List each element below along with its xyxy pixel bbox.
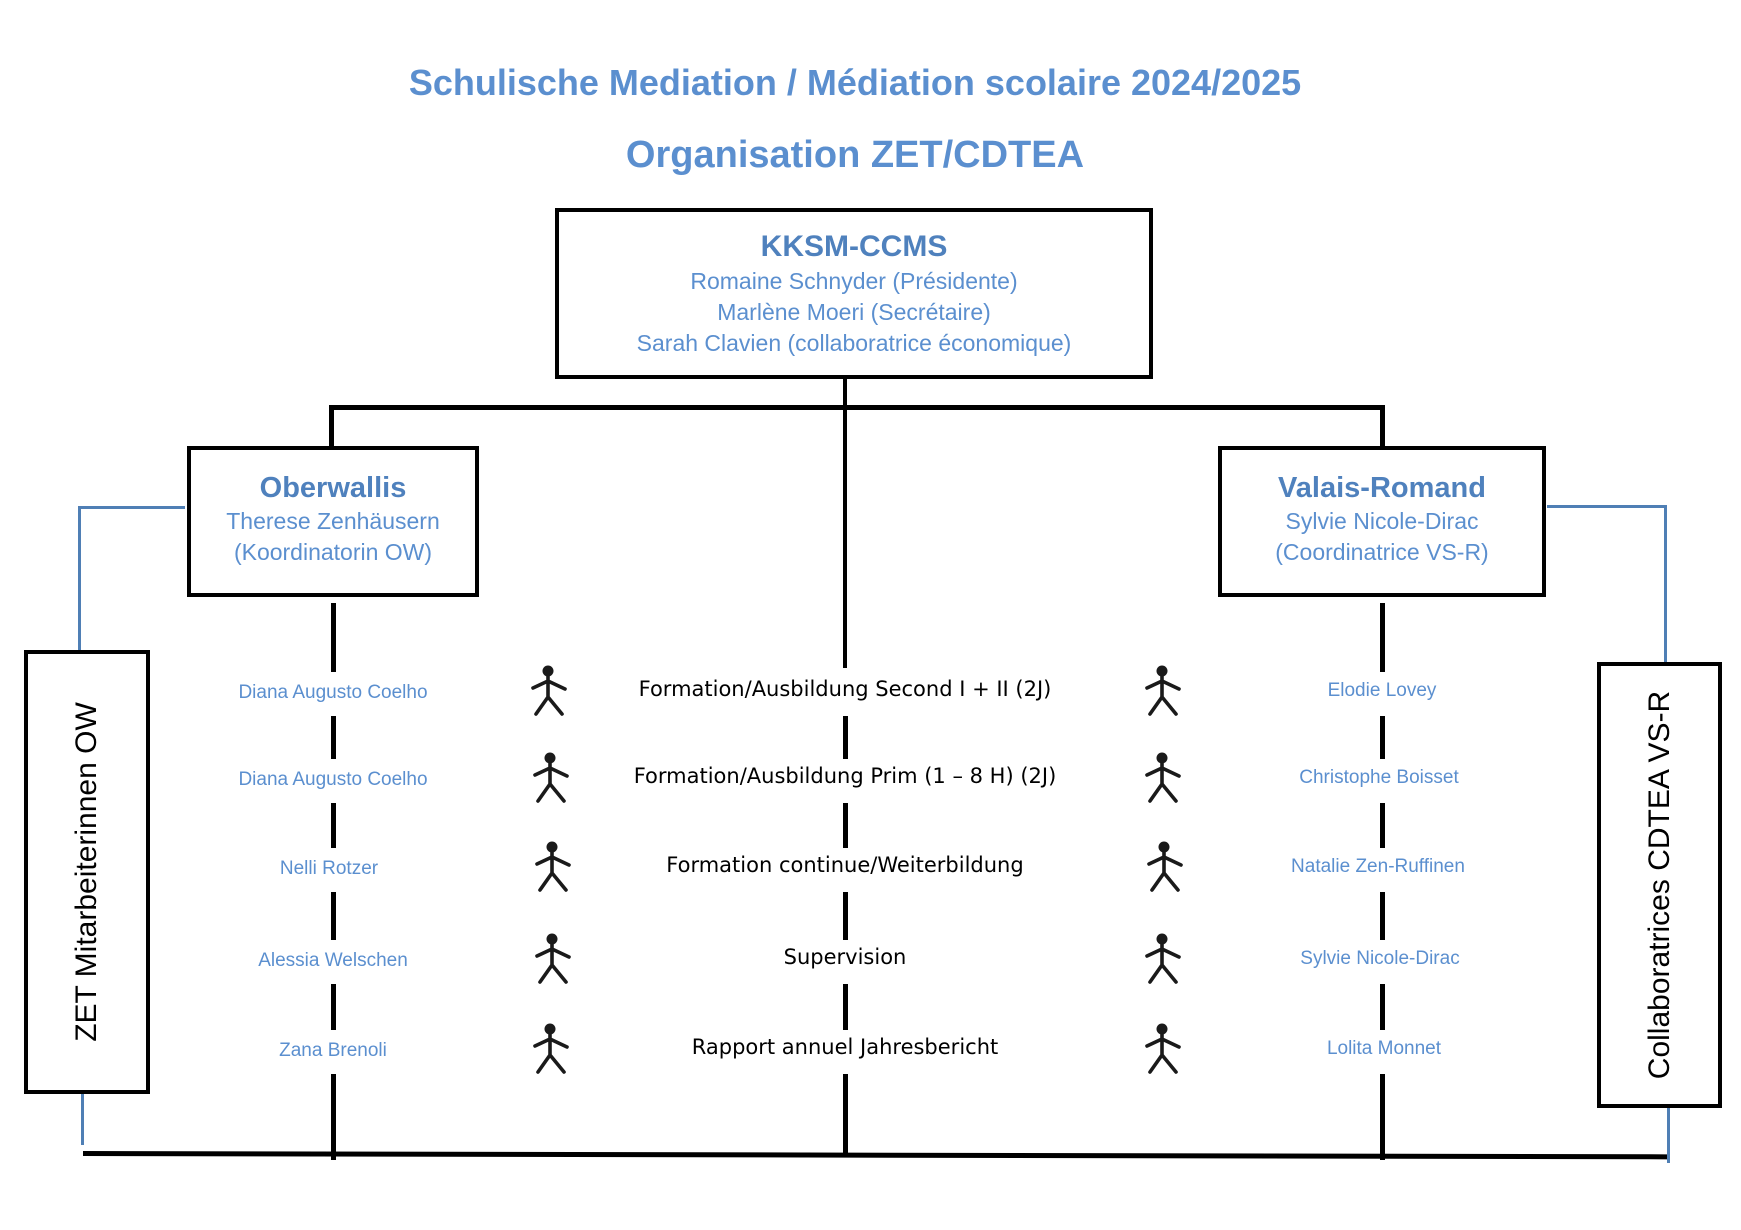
member-president: Romaine Schnyder (Présidente) (690, 268, 1018, 294)
right-blue-connector-bottom (1667, 1107, 1670, 1163)
activity-item: Formation/Ausbildung Second I + II (2J) (638, 677, 1052, 701)
member-secretary: Marlène Moeri (Secrétaire) (717, 299, 991, 325)
left-spine-segment (331, 1074, 336, 1160)
zet-staff-label: ZET Mitarbeiterinnen OW (70, 702, 103, 1042)
connector-top-vertical (843, 378, 847, 668)
activity-item: Rapport annuel Jahresbericht (691, 1035, 999, 1059)
right-spine-segment (1380, 603, 1385, 672)
kksm-ccms-heading: KKSM-CCMS (760, 230, 948, 263)
member-economic: Sarah Clavien (collaboratrice économique… (636, 330, 1072, 356)
cdtea-staff-label: Collaboratrices CDTEA VS-R (1642, 690, 1676, 1080)
left-staff-item: Nelli Rotzer (279, 858, 379, 879)
person-icon-left (532, 840, 576, 896)
connector-bottom (82, 1151, 1668, 1160)
center-spine-segment (843, 803, 848, 848)
left-staff-item: Diana Augusto Coelho (238, 682, 428, 703)
cdtea-staff-box: Collaboratrices CDTEA VS-R (1597, 662, 1722, 1108)
activity-item: Formation/Ausbildung Prim (1 – 8 H) (2J) (633, 764, 1057, 788)
person-icon-left (530, 1022, 574, 1078)
person-icon-right (1142, 932, 1186, 988)
kksm-ccms-box: KKSM-CCMS Romaine Schnyder (Présidente) … (555, 208, 1153, 379)
right-staff-item: Elodie Lovey (1327, 680, 1437, 701)
zet-staff-box: ZET Mitarbeiterinnen OW (24, 650, 150, 1094)
connector-right-drop (1380, 405, 1385, 448)
person-icon-right (1142, 664, 1186, 720)
left-blue-connector-h (78, 506, 185, 509)
left-spine-segment (331, 892, 336, 940)
valais-romand-box: Valais-Romand Sylvie Nicole-Dirac (Coord… (1218, 446, 1546, 597)
right-spine-segment (1380, 716, 1385, 759)
valais-romand-coordinator: Sylvie Nicole-Dirac (1285, 508, 1479, 534)
right-staff-item: Lolita Monnet (1326, 1038, 1442, 1059)
left-staff-item: Diana Augusto Coelho (238, 769, 428, 790)
person-icon-left (530, 751, 574, 807)
left-blue-connector-v (78, 506, 81, 650)
left-spine-segment (331, 716, 336, 759)
left-staff-item: Zana Brenoli (279, 1040, 387, 1061)
diagram-subtitle: Organisation ZET/CDTEA (625, 134, 1085, 176)
center-spine-segment (843, 716, 848, 759)
connector-left-drop (329, 405, 334, 448)
activity-item: Formation continue/Weiterbildung (666, 853, 1024, 877)
valais-romand-heading: Valais-Romand (1278, 472, 1486, 504)
right-spine-segment (1380, 892, 1385, 940)
right-blue-connector-v (1664, 505, 1667, 663)
person-icon-right (1142, 1022, 1186, 1078)
right-staff-item: Christophe Boisset (1299, 767, 1459, 788)
valais-romand-role: (Coordinatrice VS-R) (1275, 539, 1489, 565)
oberwallis-role: (Koordinatorin OW) (233, 539, 433, 565)
activity-item: Supervision (783, 945, 907, 969)
left-spine-segment (331, 984, 336, 1030)
oberwallis-box: Oberwallis Therese Zenhäusern (Koordinat… (187, 446, 479, 597)
left-blue-connector-bottom (81, 1093, 84, 1145)
right-staff-item: Natalie Zen-Ruffinen (1291, 856, 1465, 877)
connector-horizontal (329, 405, 1385, 410)
left-spine-segment (331, 603, 336, 672)
right-spine-segment (1380, 984, 1385, 1030)
oberwallis-coordinator: Therese Zenhäusern (226, 508, 440, 534)
right-spine-segment (1380, 1074, 1385, 1160)
center-spine-segment (843, 892, 848, 940)
right-spine-segment (1380, 803, 1385, 848)
center-spine-segment (843, 984, 848, 1030)
center-spine-segment (843, 1074, 848, 1156)
right-blue-connector-h (1547, 505, 1667, 508)
left-spine-segment (331, 803, 336, 848)
person-icon-left (528, 664, 572, 720)
diagram-title: Schulische Mediation / Médiation scolair… (408, 62, 1302, 103)
person-icon-right (1144, 840, 1188, 896)
person-icon-right (1142, 751, 1186, 807)
oberwallis-heading: Oberwallis (259, 472, 407, 504)
left-staff-item: Alessia Welschen (258, 950, 408, 971)
right-staff-item: Sylvie Nicole-Dirac (1300, 948, 1460, 969)
person-icon-left (532, 932, 576, 988)
